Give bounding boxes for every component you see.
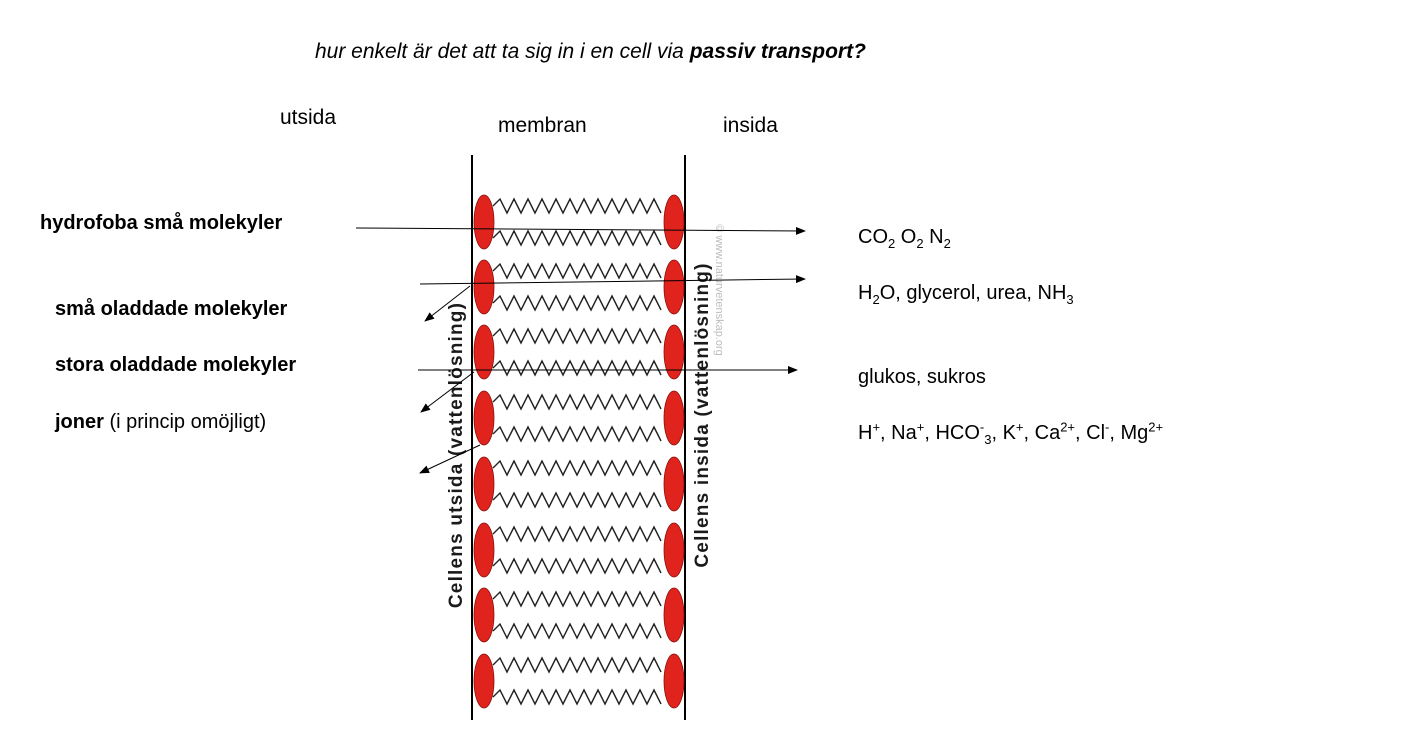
lipid-head [474,391,494,445]
lipid-tail [493,427,661,441]
lipid-tail [493,361,661,375]
arrow-hydrophobic-through [356,228,805,231]
lipid-tail [493,527,661,541]
lipid-head [474,588,494,642]
lipid-heads [474,195,684,708]
lipid-head [474,260,494,314]
lipid-tail [493,296,661,310]
lipid-head [664,260,684,314]
lipid-tail [493,395,661,409]
lipid-head [664,325,684,379]
lipid-head [664,654,684,708]
lipid-tail [493,592,661,606]
lipid-head [664,457,684,511]
lipid-tail [493,624,661,638]
left-side-label: Cellens utsida (vattenlösning) [446,302,467,608]
lipid-tail [493,559,661,573]
lipid-head [474,654,494,708]
lipid-head [474,325,494,379]
lipid-tail [493,329,661,343]
lipid-head [474,523,494,577]
lipid-head [474,195,494,249]
lipid-head [474,457,494,511]
lipid-tail [493,493,661,507]
lipid-tail [493,690,661,704]
lipid-head [664,523,684,577]
lipid-tail [493,658,661,672]
lipid-tail [493,264,661,278]
lipid-tail [493,461,661,475]
watermark: © www.naturvetenskap.org [713,224,725,356]
lipid-head [664,588,684,642]
lipid-head [664,391,684,445]
lipid-head [664,195,684,249]
lipid-tail [493,231,661,245]
lipid-tail [493,199,661,213]
lipid-tails [493,199,661,704]
right-side-label: Cellens insida (vattenlösning) [692,262,713,567]
